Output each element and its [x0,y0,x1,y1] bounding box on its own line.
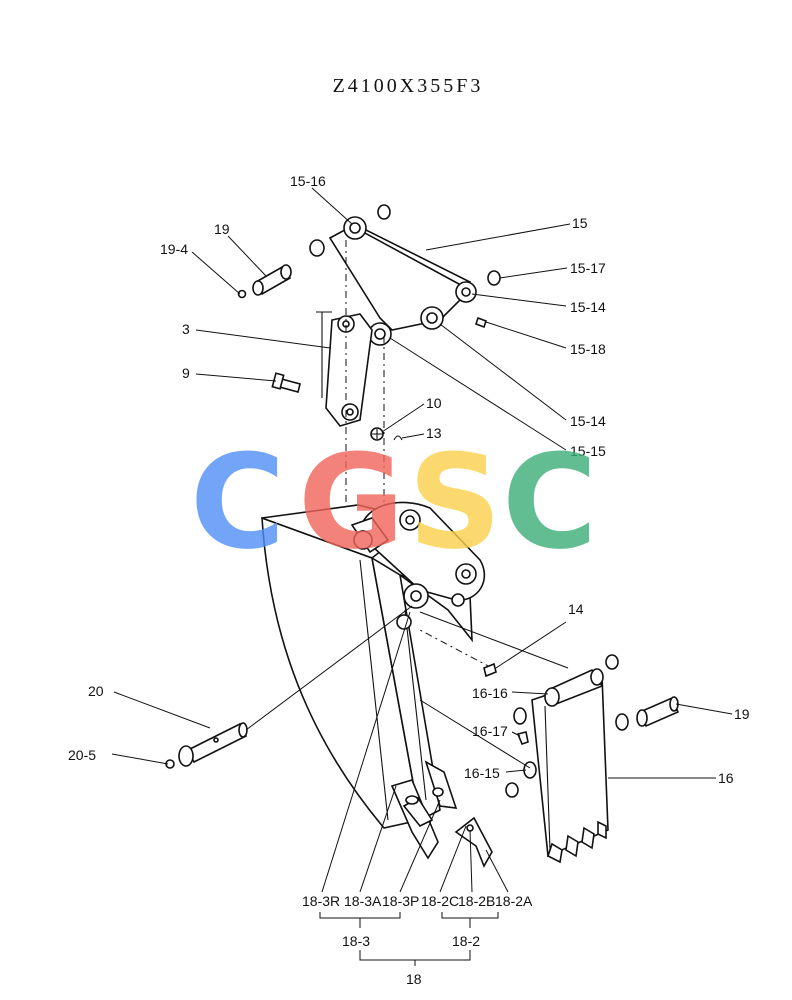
cutter-16 [505,654,680,864]
label-10: 10 [426,395,442,411]
label-19-4: 19-4 [160,241,188,257]
label-15-17: 15-17 [570,260,606,276]
watermark-letter-c1: C [190,426,285,578]
label-14: 14 [568,601,584,617]
link-3 [271,311,403,441]
label-15-15: 15-15 [570,443,606,459]
label-13: 13 [426,425,442,441]
label-9: 9 [182,365,190,381]
bucket-boss-plates [350,501,486,630]
label-15-14-b: 15-14 [570,413,606,429]
label-19-right: 19 [734,706,750,722]
label-15-14-a: 15-14 [570,299,606,315]
link-15-assembly [309,204,501,346]
label-20: 20 [88,683,104,699]
diagram-title: Z4100X355F3 [333,75,484,97]
label-19-top: 19 [214,221,230,237]
label-15: 15 [572,215,588,231]
label-18-2: 18-2 [452,933,480,949]
label-20-5: 20-5 [68,747,96,763]
pin-19-top [237,264,292,299]
label-16-17: 16-17 [472,723,508,739]
label-18: 18 [406,971,422,987]
label-15-18: 15-18 [570,341,606,357]
label-16: 16 [718,770,734,786]
label-18-3r: 18-3R [302,893,340,909]
label-18-2c: 18-2C [421,893,459,909]
watermark-letter-s: S [408,426,502,578]
label-18-2a: 18-2A [495,893,533,909]
leader-lines [111,187,733,893]
cgsc-watermark: C G S C [190,426,597,578]
label-18-3p: 18-3P [382,893,419,909]
label-16-16: 16-16 [472,685,508,701]
part-labels: 15-16 15 19 19-4 15-17 15-14 3 15-18 9 1… [68,173,750,987]
pin-20 [165,722,248,769]
pin-14 [483,662,497,678]
bucket-teeth [390,760,493,868]
label-18-3: 18-3 [342,933,370,949]
label-18-2b: 18-2B [458,893,495,909]
label-15-16: 15-16 [290,173,326,189]
label-16-15: 16-15 [464,765,500,781]
group-brackets [319,912,499,966]
label-3: 3 [182,321,190,337]
watermark-letter-g: G [298,426,405,578]
label-18-3a: 18-3A [344,893,382,909]
watermark-letter-c2: C [502,426,597,578]
